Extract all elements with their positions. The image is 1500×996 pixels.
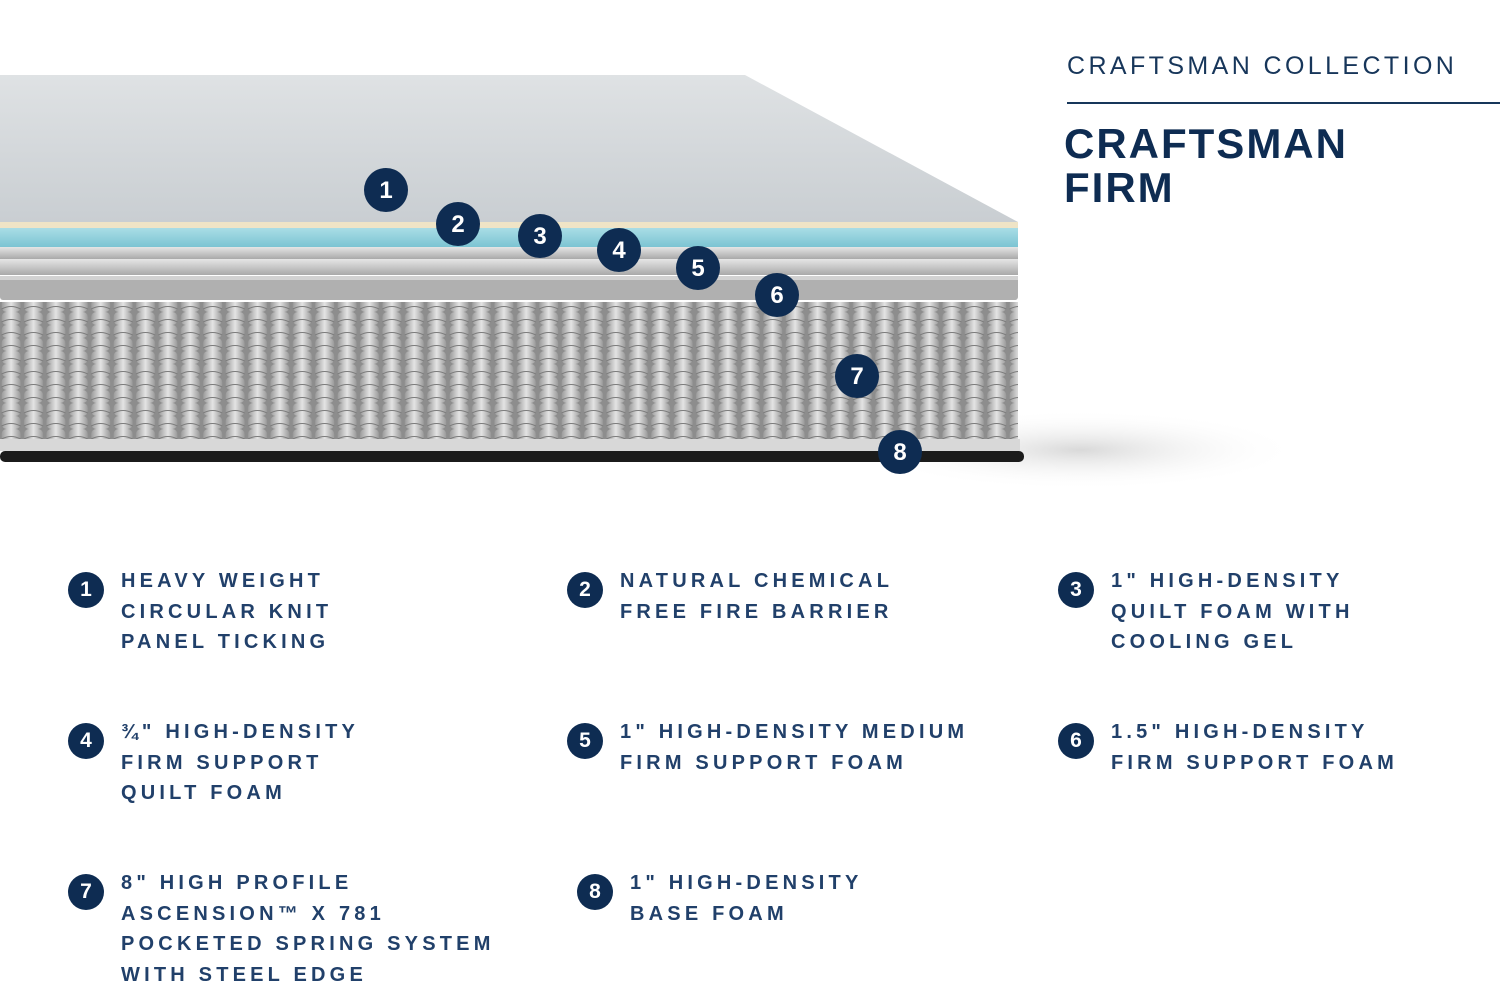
marker-number: 3: [533, 223, 546, 250]
layer-2-fire-barrier: [0, 222, 1018, 228]
layer-marker-3: 3: [518, 214, 562, 258]
legend-line: FIRM SUPPORT FOAM: [1111, 751, 1398, 774]
legend-line: 1" HIGH-DENSITY: [1111, 570, 1344, 592]
legend-line: PANEL TICKING: [121, 631, 330, 653]
layer-marker-8: 8: [878, 430, 922, 474]
legend-description: 1" HIGH-DENSITY QUILT FOAM WITH COOLING GE…: [1111, 566, 1354, 658]
legend-description: 1" HIGH-DENSITY BASE FOAM: [630, 868, 863, 929]
layer-7-bottom-edge: [0, 439, 1020, 451]
layer-marker-5: 5: [676, 246, 720, 290]
legend-number-badge: 3: [1058, 572, 1094, 608]
layer-1-cover: [0, 75, 1018, 222]
legend-line: FIRM SUPPORT: [121, 751, 323, 774]
layer-marker-7: 7: [835, 354, 879, 398]
marker-circle: [518, 214, 562, 258]
legend-line: BASE FOAM: [630, 902, 788, 925]
marker-circle: [364, 168, 408, 212]
marker-circle: [755, 273, 799, 317]
legend-line: ¾" HIGH-DENSITY: [121, 721, 360, 743]
layer-marker-6: 6: [755, 273, 799, 317]
marker-number: 8: [893, 439, 906, 466]
legend-line: WITH STEEL EDGE: [121, 963, 367, 986]
layer-4-quilt-foam: [0, 247, 1018, 259]
title-line: CRAFTSMAN: [1064, 120, 1348, 167]
legend-number-badge: 4: [68, 723, 104, 759]
legend-line: 1" HIGH-DENSITY: [630, 872, 863, 894]
layer-markers: 1 2 3 4 5 6 7 8: [364, 168, 922, 474]
legend-line: CIRCULAR KNIT: [121, 600, 333, 623]
layer-6-edge: [0, 276, 1018, 280]
marker-circle: [597, 228, 641, 272]
legend-line: POCKETED SPRING SYSTEM: [121, 933, 495, 955]
legend-number-badge: 6: [1058, 723, 1094, 759]
legend-line: QUILT FOAM: [121, 782, 286, 804]
layer-8-base-foam: [0, 451, 1024, 462]
marker-number: 7: [850, 363, 863, 390]
marker-number: 5: [691, 255, 704, 282]
legend-number-badge: 1: [68, 572, 104, 608]
layer-marker-2: 2: [436, 202, 480, 246]
legend-description: ¾" HIGH-DENSITY FIRM SUPPORT QUILT FOAM: [121, 717, 359, 809]
layer-marker-4: 4: [597, 228, 641, 272]
legend-description: HEAVY WEIGHT CIRCULAR KNIT PANEL TICKING: [121, 566, 332, 658]
legend-number-badge: 8: [577, 874, 613, 910]
title-line: FIRM: [1064, 164, 1175, 211]
collection-name: CRAFTSMAN COLLECTION: [1067, 52, 1458, 80]
legend-number-badge: 5: [567, 723, 603, 759]
legend-line: 1.5" HIGH-DENSITY: [1111, 721, 1369, 743]
mattress-illustration: 1 2 3 4 5 6 7 8: [0, 75, 1300, 490]
marker-number: 6: [770, 282, 783, 309]
legend-line: HEAVY WEIGHT: [121, 570, 325, 592]
legend-line: ASCENSION™ X 781: [121, 902, 385, 925]
marker-number: 2: [451, 211, 464, 238]
legend-line: 8" HIGH PROFILE: [121, 872, 353, 894]
legend-line: COOLING GEL: [1111, 631, 1298, 653]
header-divider: [1067, 102, 1500, 104]
layer-marker-1: 1: [364, 168, 408, 212]
legend-line: 1" HIGH-DENSITY MEDIUM: [620, 721, 969, 743]
legend-line: FREE FIRE BARRIER: [620, 600, 893, 623]
legend-line: FIRM SUPPORT FOAM: [620, 751, 907, 774]
legend-number-badge: 7: [68, 874, 104, 910]
marker-circle: [878, 430, 922, 474]
layer-3-gel-foam: [0, 228, 1018, 247]
marker-number: 4: [612, 237, 626, 264]
legend-description: 1.5" HIGH-DENSITY FIRM SUPPORT FOAM: [1111, 717, 1398, 778]
marker-number: 1: [379, 177, 392, 204]
legend-description: NATURAL CHEMICAL FREE FIRE BARRIER: [620, 566, 893, 627]
layer-5-support-foam: [0, 259, 1018, 275]
legend-line: QUILT FOAM WITH: [1111, 600, 1354, 623]
legend-number-badge: 2: [567, 572, 603, 608]
marker-circle: [676, 246, 720, 290]
product-title: CRAFTSMAN FIRM: [1064, 122, 1348, 210]
marker-circle: [835, 354, 879, 398]
legend-line: NATURAL CHEMICAL: [620, 570, 894, 592]
marker-circle: [436, 202, 480, 246]
legend-description: 1" HIGH-DENSITY MEDIUM FIRM SUPPORT FOAM: [620, 717, 968, 778]
